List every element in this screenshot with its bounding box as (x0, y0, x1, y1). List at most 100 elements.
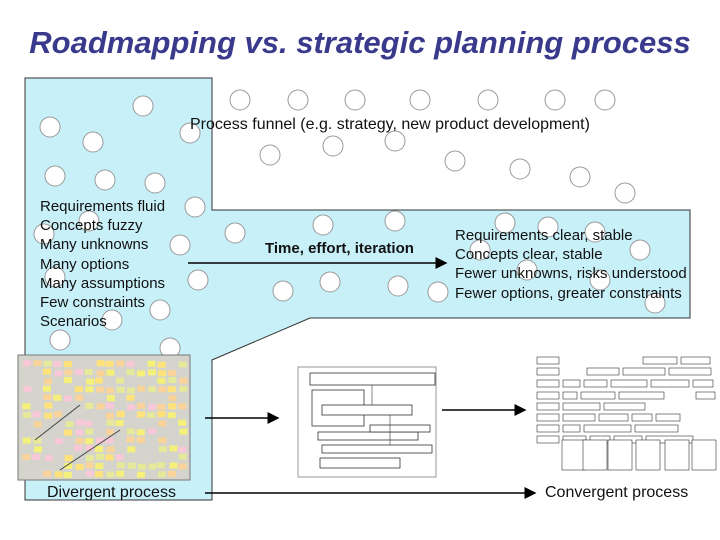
roadmap-row-label (536, 435, 560, 444)
list-item: Concepts clear, stable (455, 246, 603, 264)
convergent-caption: Convergent process (545, 484, 689, 501)
bubble-icon (409, 89, 431, 111)
sticky-note (54, 438, 63, 445)
sticky-note (179, 428, 188, 435)
sticky-note (147, 412, 156, 419)
sticky-note (95, 462, 104, 469)
sticky-note (178, 361, 187, 368)
sticky-note (65, 421, 74, 428)
sticky-note (85, 428, 94, 435)
sticky-note (157, 377, 166, 384)
sticky-note (22, 454, 31, 461)
sticky-note (64, 455, 73, 462)
bubble-icon (384, 130, 406, 152)
roadmap-bar (695, 391, 716, 400)
sticky-note (96, 360, 105, 367)
sticky-note (96, 386, 105, 393)
bubble-icon (319, 271, 341, 293)
sticky-note (127, 404, 136, 411)
sticky-note (137, 463, 146, 470)
bubble-icon (312, 214, 334, 236)
sticky-note (75, 463, 84, 470)
bubble-icon (469, 239, 491, 261)
sticky-note (178, 453, 187, 460)
sticky-note (157, 462, 166, 469)
list-item: Fewer options, greater constraints (455, 284, 682, 302)
sticky-note (34, 446, 43, 453)
bubble-icon (179, 122, 201, 144)
sticky-note (54, 471, 63, 478)
roadmap-bar (692, 379, 714, 388)
roadmap-bar (622, 367, 666, 376)
roadmap-cell (691, 439, 717, 471)
roadmap-bar (668, 367, 712, 376)
bubble-icon (629, 239, 651, 261)
sticky-note (158, 370, 167, 377)
bubble-icon (44, 266, 66, 288)
sticky-note (168, 395, 177, 402)
sticky-note (84, 369, 93, 376)
bubble-icon (387, 275, 409, 297)
sticky-note (32, 454, 41, 461)
roadmap-bar (610, 379, 648, 388)
bubble-icon (82, 131, 104, 153)
sticky-note (127, 446, 136, 453)
bubble-icon (644, 292, 666, 314)
list-item: Many unknowns (40, 236, 149, 254)
sticky-note (126, 428, 135, 435)
roadmap-bar (655, 413, 681, 422)
roadmap-bar (562, 413, 596, 422)
bubble-icon (589, 269, 611, 291)
sticky-note (158, 437, 167, 444)
sticky-note (85, 402, 94, 409)
sticky-note (64, 429, 73, 436)
sticky-note (22, 437, 31, 444)
sticky-note (115, 419, 124, 426)
sticky-note (147, 360, 156, 367)
roadmap-cell (635, 439, 661, 471)
roadmap-row-label (536, 402, 560, 411)
roadmap-bar (583, 379, 608, 388)
sticky-note (168, 377, 177, 384)
sticky-note (167, 386, 176, 393)
sticky-note (167, 370, 176, 377)
sticky-note (54, 370, 63, 377)
sticky-note (85, 445, 94, 452)
bubble-icon (78, 210, 100, 232)
roadmap-bar (603, 402, 646, 411)
sticky-note (157, 411, 166, 418)
sticky-note (148, 428, 157, 435)
idea-bubbles (33, 89, 666, 359)
bubble-icon (544, 89, 566, 111)
roadmap-bar (598, 413, 629, 422)
sticky-note (44, 402, 53, 409)
bubble-icon (229, 89, 251, 111)
roadmap-bar (634, 424, 679, 433)
sticky-note (169, 445, 178, 452)
sticky-note (23, 386, 32, 393)
sticky-note (94, 377, 103, 384)
sticky-note (96, 370, 105, 377)
roadmap-row-label (536, 356, 560, 365)
sticky-note (63, 471, 72, 478)
sticky-note (85, 438, 94, 445)
sticky-note (33, 360, 42, 367)
bubble-icon (94, 169, 116, 191)
sticky-note (157, 361, 166, 368)
bubble-icon (569, 166, 591, 188)
sticky-note (157, 471, 166, 478)
sticky-note (74, 369, 83, 376)
sticky-note (44, 412, 53, 419)
sticky-note (178, 419, 187, 426)
roadmap-cell (582, 439, 608, 471)
roadmap-chart-thumbnail (535, 352, 720, 472)
sticky-note (43, 470, 52, 477)
bubble-icon (101, 309, 123, 331)
sticky-note (158, 386, 167, 393)
roadmap-cell (561, 439, 587, 471)
roadmap-bar (562, 424, 581, 433)
sticky-note (116, 411, 125, 418)
sticky-note (74, 386, 83, 393)
bubble-icon (33, 223, 55, 245)
bubble-icon (509, 158, 531, 180)
